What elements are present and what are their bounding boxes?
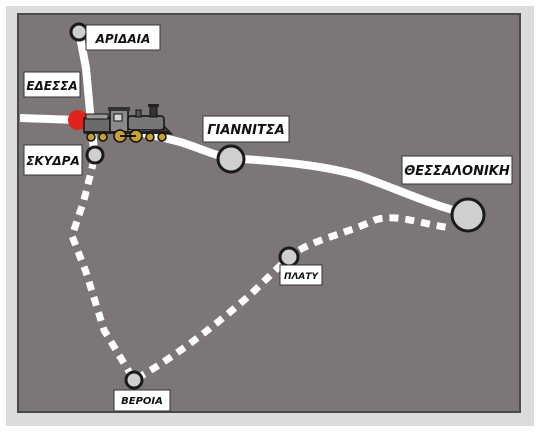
label-aridaia: ΑΡΙΔΑΙΑ (85, 24, 161, 51)
city-marker-veroia[interactable] (124, 370, 144, 390)
label-thessaloniki-text: ΘΕΣΣΑΛΟΝΙΚΗ (404, 164, 510, 179)
map-land (17, 13, 521, 413)
label-giannitsa: ΓΙΑΝΝΙΤΣΑ (202, 115, 290, 143)
city-marker-skydra[interactable] (85, 145, 105, 165)
label-platy-text: ΠΛΑΤΥ (284, 272, 320, 282)
label-thessaloniki: ΘΕΣΣΑΛΟΝΙΚΗ (401, 155, 513, 185)
city-marker-platy[interactable] (278, 246, 300, 268)
label-veroia: ΒΕΡΟΙΑ (113, 389, 171, 412)
city-labels: ΑΡΙΔΑΙΑ ΕΔΕΣΣΑ ΣΚΥΔΡΑ ΓΙΑΝΝΙΤΣΑ ΘΕΣΣΑΛΟΝ… (23, 24, 513, 412)
label-aridaia-text: ΑΡΙΔΑΙΑ (95, 32, 151, 46)
city-marker-giannitsa[interactable] (216, 144, 246, 174)
label-skydra-text: ΣΚΥΔΡΑ (26, 154, 80, 168)
label-skydra: ΣΚΥΔΡΑ (23, 144, 83, 176)
city-marker-thessaloniki[interactable] (450, 197, 486, 233)
city-markers (68, 22, 486, 390)
city-marker-edessa-current[interactable] (68, 110, 88, 130)
label-edessa-text: ΕΔΕΣΣΑ (26, 79, 77, 93)
label-veroia-text: ΒΕΡΟΙΑ (121, 396, 163, 407)
steam-locomotive-icon (83, 104, 174, 143)
label-edessa: ΕΔΕΣΣΑ (23, 71, 81, 98)
label-giannitsa-text: ΓΙΑΝΝΙΤΣΑ (207, 123, 285, 138)
city-marker-aridaia[interactable] (69, 22, 89, 42)
label-platy: ΠΛΑΤΥ (279, 264, 323, 286)
